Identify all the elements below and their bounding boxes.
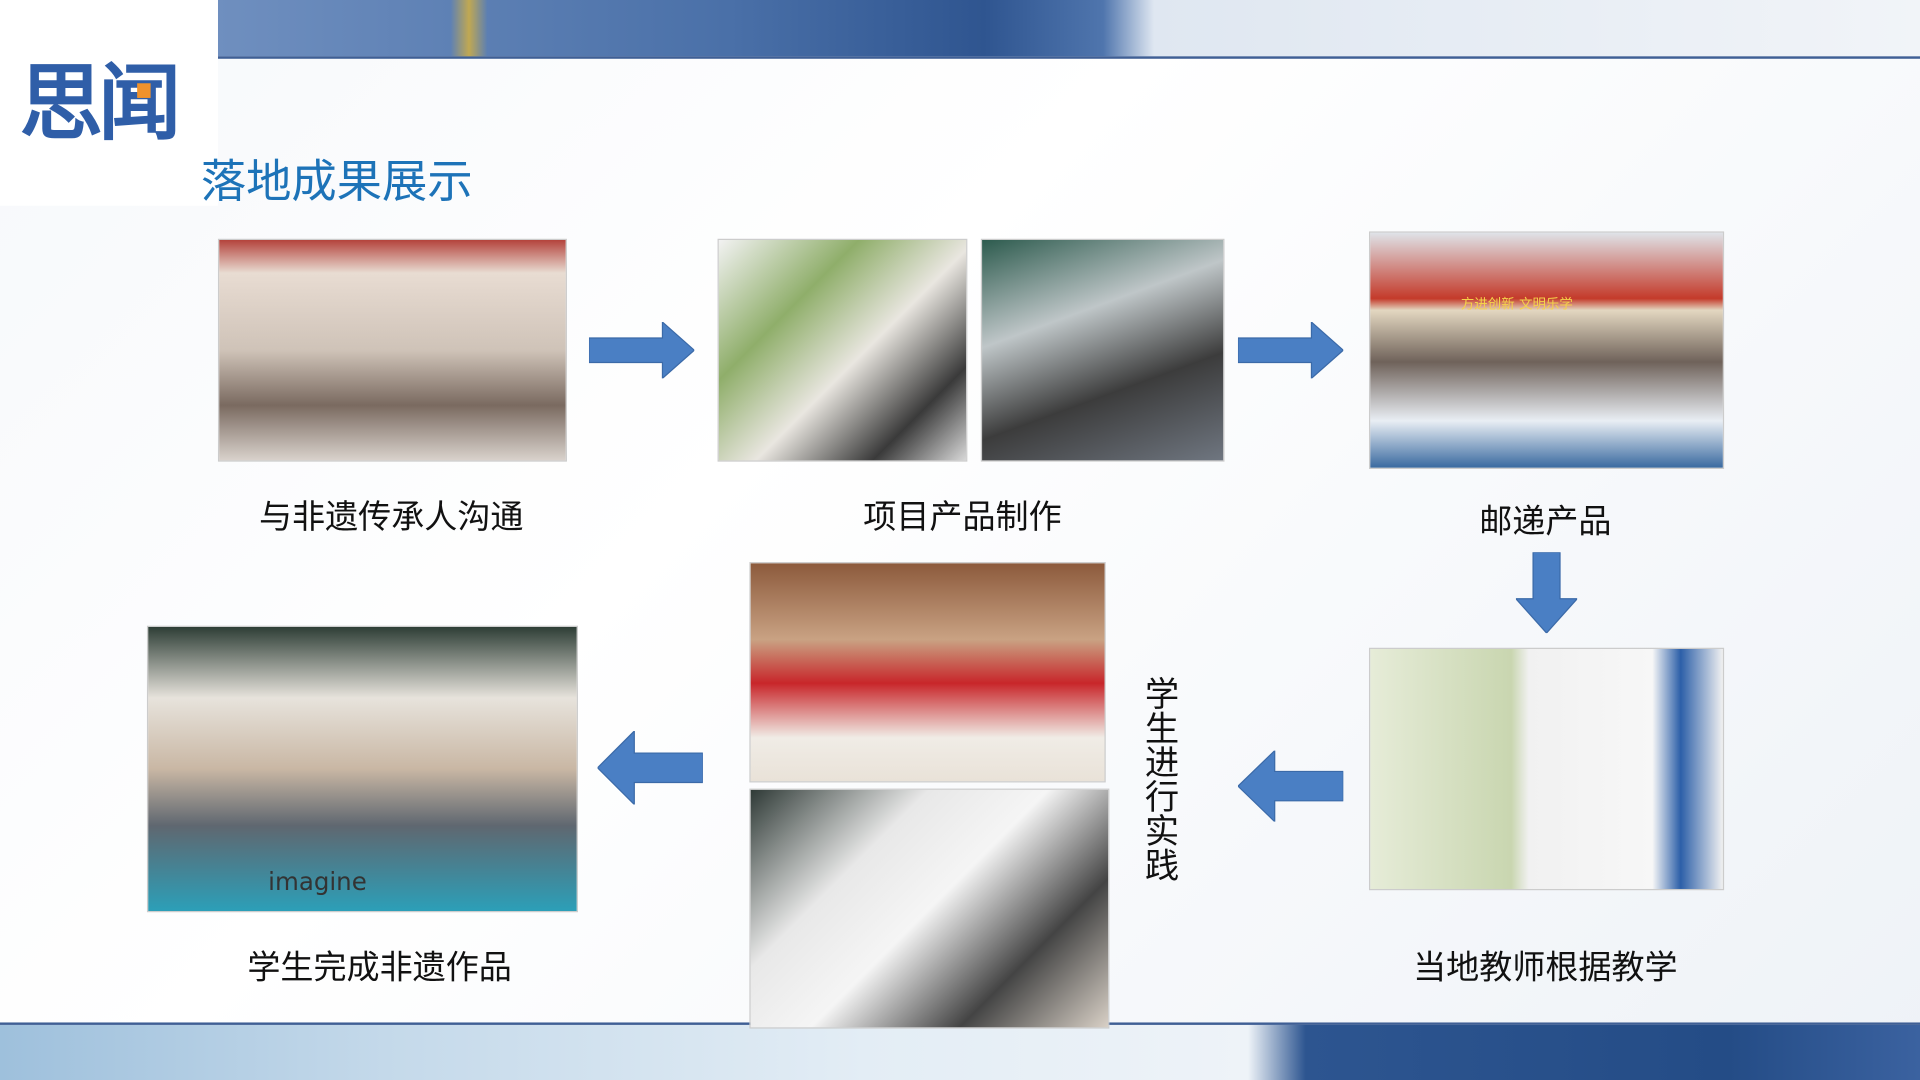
- photo-production-2: [980, 238, 1225, 462]
- arrow-right-icon: [588, 322, 695, 379]
- photo-practice-1: [749, 562, 1106, 783]
- decorative-bottom-band: [0, 1022, 1920, 1080]
- photo-banner-text: 方进创新 文明乐学: [1460, 296, 1573, 313]
- decorative-top-band: [217, 0, 1920, 59]
- arrow-down-icon: [1515, 552, 1578, 634]
- caption-communicate: 与非遗传承人沟通: [258, 498, 524, 537]
- page-title: 落地成果展示: [200, 155, 473, 209]
- photo-teaching: [1368, 647, 1725, 891]
- arrow-left-icon: [597, 731, 703, 805]
- logo: 思闻: [19, 56, 182, 154]
- photo-shirt-text: imagine: [268, 866, 367, 897]
- arrow-left-icon: [1237, 750, 1344, 822]
- caption-practice: 学生进行实践: [1140, 675, 1181, 882]
- photo-communicate: [217, 238, 567, 462]
- caption-students-works: 学生完成非遗作品: [247, 948, 512, 987]
- photo-students-works: imagine: [146, 625, 578, 913]
- photo-delivery: 方进创新 文明乐学: [1368, 231, 1725, 469]
- caption-production: 项目产品制作: [863, 498, 1062, 537]
- caption-delivery: 邮递产品: [1479, 503, 1612, 542]
- photo-production-1: [717, 238, 968, 462]
- caption-teaching: 当地教师根据教学: [1413, 948, 1678, 987]
- logo-area: 思闻: [0, 0, 218, 206]
- photo-practice-2: [749, 788, 1110, 1029]
- arrow-right-icon: [1237, 322, 1344, 379]
